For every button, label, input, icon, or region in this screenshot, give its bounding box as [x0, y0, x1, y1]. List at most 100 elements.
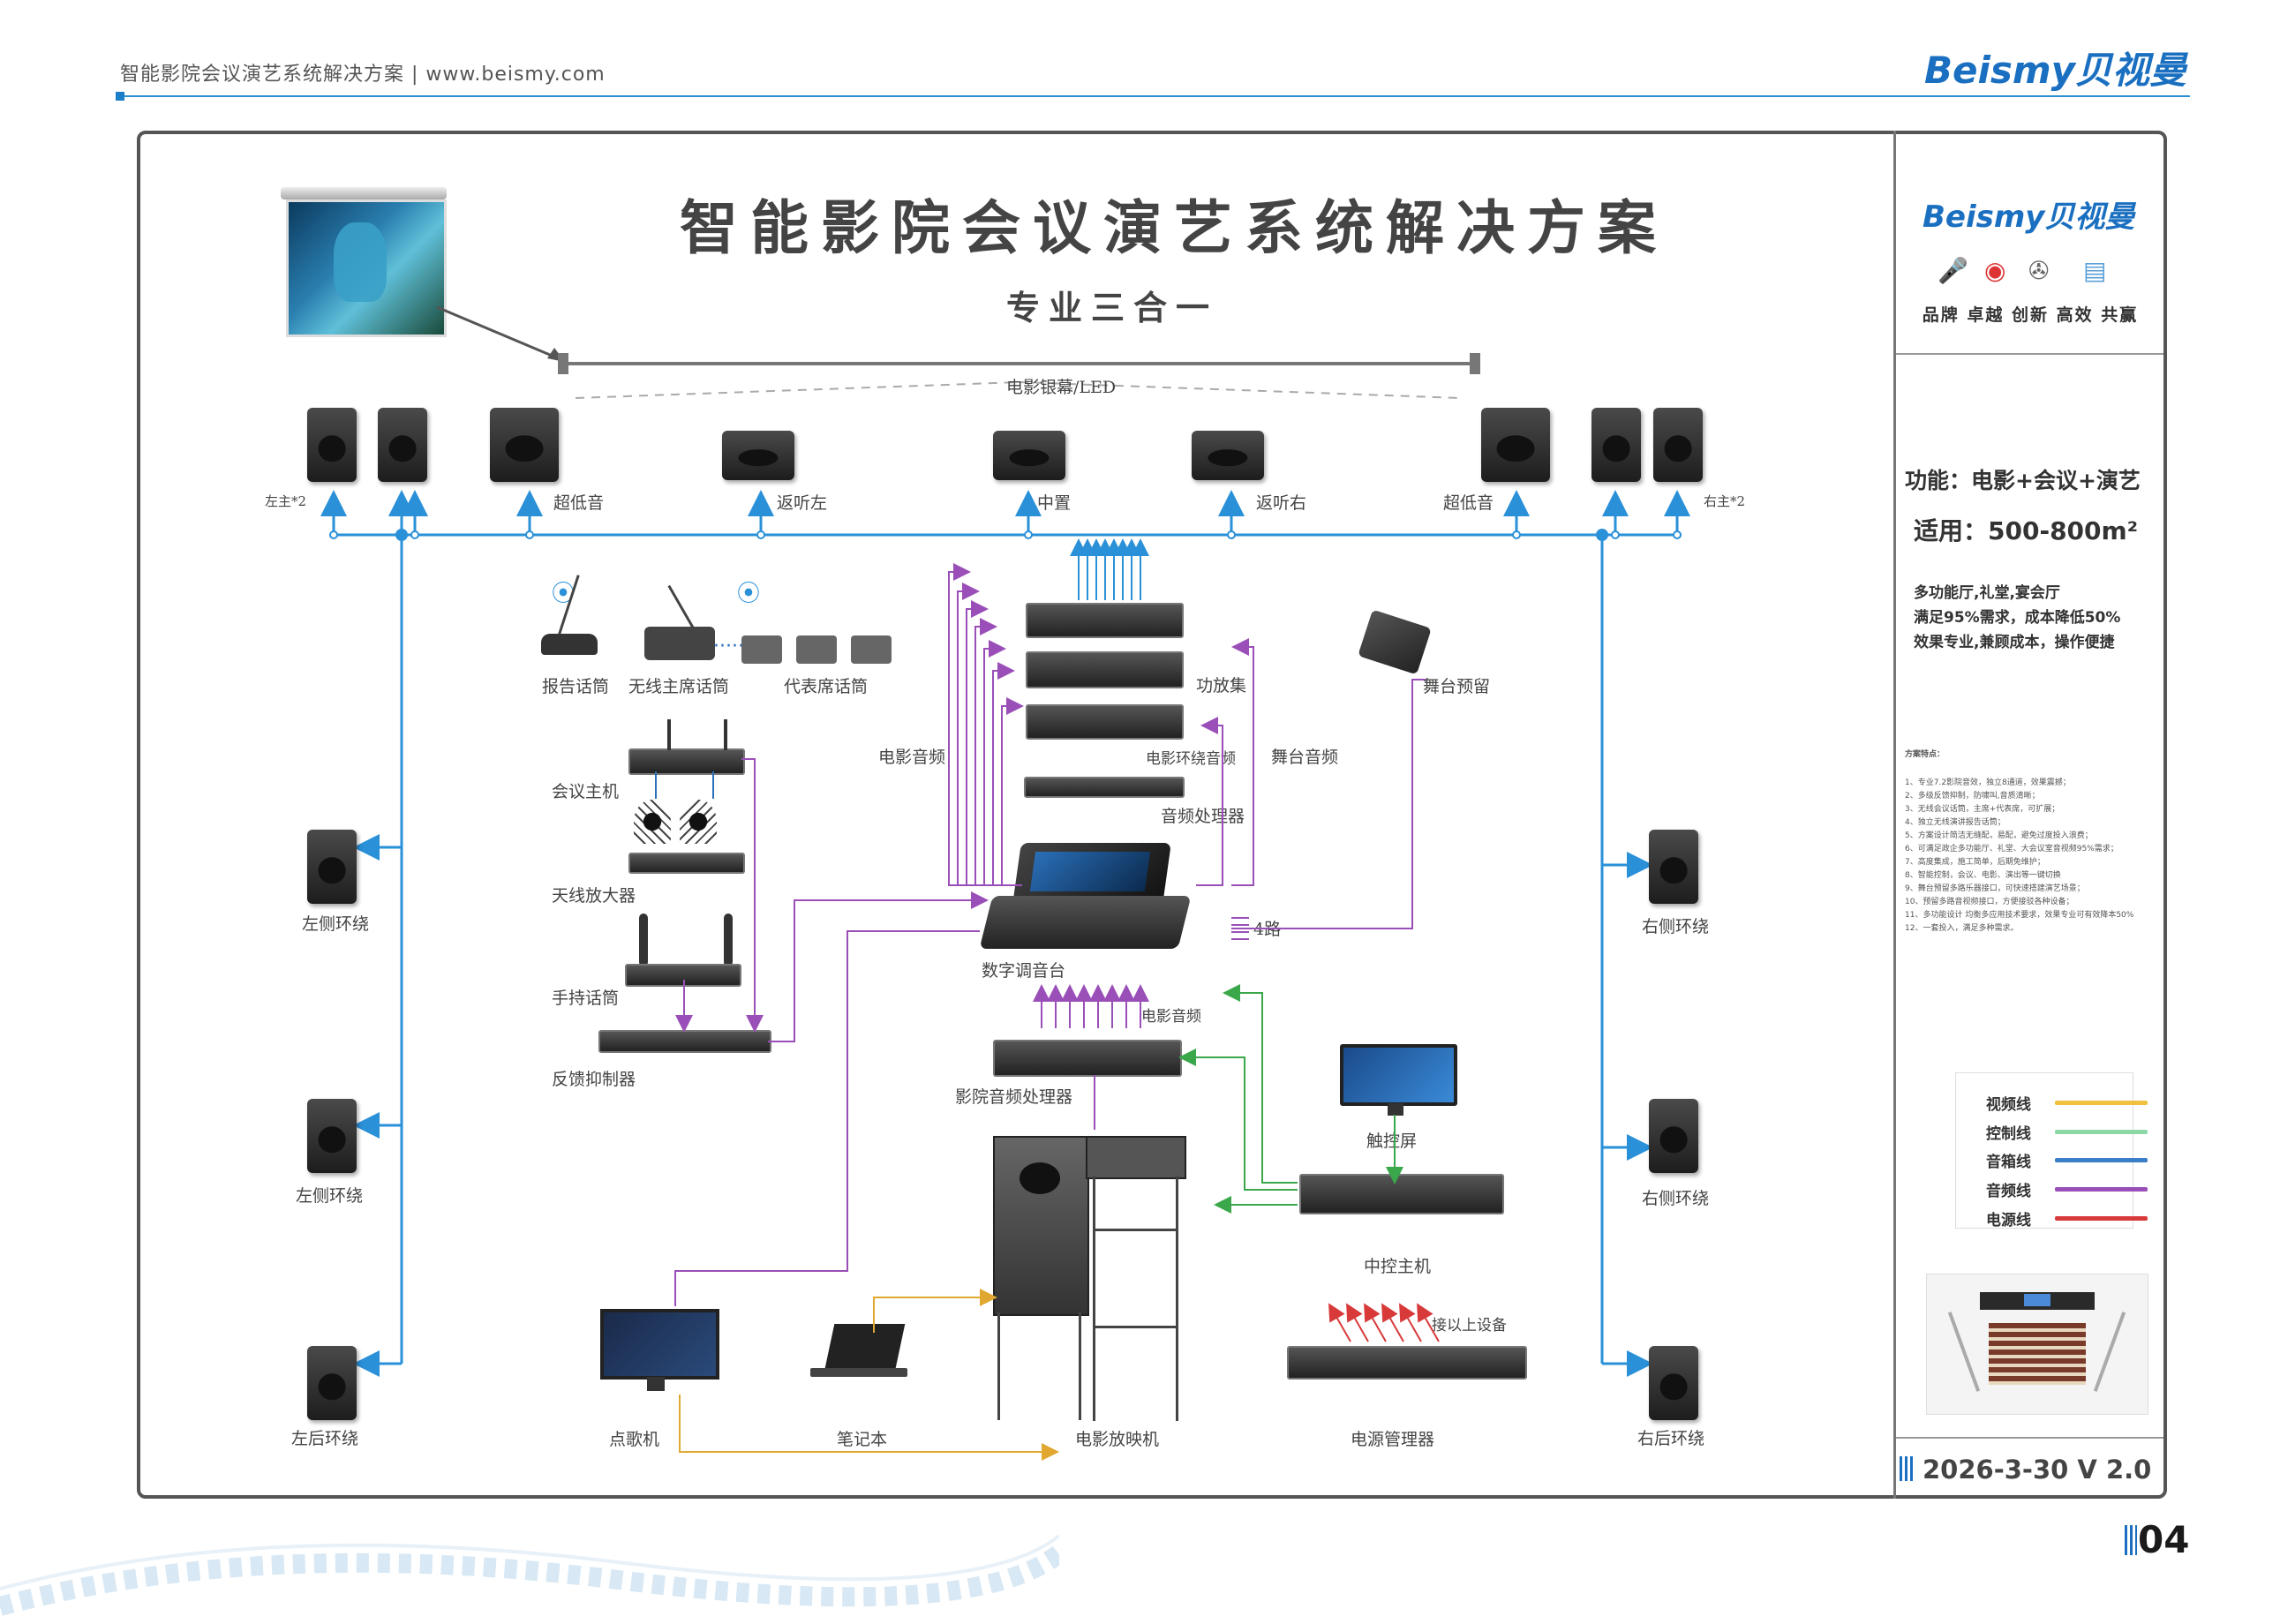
antenna-right-image	[680, 800, 717, 844]
feature-item: 5、方案设计简洁无缝配，易配，避免过度投入浪费；	[1905, 831, 2093, 840]
feature-item: 11、多功能设计 均衡多应用技术要求，效果专业可有效降本50%	[1905, 911, 2134, 920]
speaker-center	[993, 431, 1065, 480]
conference-host-device	[628, 748, 745, 775]
wireless-chair-mic-image	[644, 583, 715, 662]
label-film-audio: 电影音频	[878, 748, 946, 767]
projector-cabinet-image	[993, 1136, 1186, 1423]
label-delegate-mic: 代表席话筒	[784, 677, 869, 696]
label-stage-reserve: 舞台预留	[1423, 677, 1491, 696]
speaker-left-main-1	[307, 408, 357, 482]
touch-screen-stand	[1388, 1103, 1403, 1116]
legend-item: 视频线	[1986, 1090, 2163, 1115]
delegate-mic-image	[741, 600, 900, 666]
amp-unit-1	[1026, 603, 1184, 638]
sidebar-slogan: 品牌 卓越 创新 高效 共赢	[1922, 305, 2139, 325]
mic-icon: 🎤	[1938, 256, 1968, 285]
audio-processor-device	[1024, 777, 1185, 798]
handheld-mic-image	[639, 914, 648, 966]
feature-item: 3、无线会议话筒，主席+代表席，可扩展；	[1905, 805, 2060, 814]
speaker-wiring	[320, 490, 1690, 1377]
amp-unit-2	[1026, 651, 1184, 688]
legend-swatch	[2055, 1216, 2148, 1221]
speaker-label-left-main: 左主*2	[265, 493, 307, 509]
ktv-monitor-stand	[647, 1377, 665, 1391]
ktv-monitor-image	[600, 1309, 719, 1380]
speaker-left-surround-2	[307, 1099, 357, 1173]
sidebar-desc-3: 效果专业,兼顾成本，操作便捷	[1914, 634, 2115, 651]
speaker-left-main-2	[378, 408, 427, 482]
label-right-surround-1: 右侧环绕	[1642, 917, 1710, 936]
footer-decoration	[0, 1534, 1059, 1616]
feature-item: 12、一套投入，满足多种需求。	[1905, 924, 2019, 933]
sidebar-apply: 适用：500-800m²	[1914, 516, 2138, 545]
legend-item: 音频线	[1986, 1177, 2163, 1201]
speaker-label-center: 中置	[1037, 493, 1072, 513]
cinema-audio-processor-device	[993, 1040, 1182, 1077]
features-title: 方案特点：	[1905, 750, 1945, 759]
feature-item: 4、独立无线演讲报告话筒；	[1905, 818, 2005, 827]
signal-wiring	[655, 538, 1440, 1461]
label-left-surround-1: 左侧环绕	[302, 914, 370, 934]
legend-label: 视频线	[1986, 1096, 2031, 1114]
legend-swatch	[2055, 1101, 2148, 1105]
label-right-surround-2: 右侧环绕	[1642, 1189, 1710, 1208]
feature-item: 7、高度集成，施工简单，后期免维护；	[1905, 858, 2045, 867]
page-number: 04	[2138, 1518, 2190, 1561]
label-projector: 电影放映机	[1075, 1430, 1160, 1449]
room-render-image	[1926, 1274, 2148, 1415]
label-touch-screen: 触控屏	[1366, 1132, 1418, 1151]
page-title: 智能影院会议演艺系统解决方案	[680, 194, 1668, 262]
page-subtitle: 专业三合一	[1005, 289, 1218, 327]
header-logo: Beismy贝视曼	[1924, 49, 2187, 92]
conference-host-antenna	[667, 719, 671, 750]
label-wireless-chair-mic: 无线主席话筒	[628, 677, 730, 696]
amp-unit-3	[1026, 704, 1184, 740]
label-amp-rack: 功放集	[1196, 676, 1247, 695]
touch-screen-image	[1340, 1044, 1457, 1106]
label-central-control: 中控主机	[1364, 1257, 1432, 1276]
legend-box	[1955, 1072, 2133, 1229]
speaker-right-main-2	[1653, 408, 1703, 482]
speaker-right-surround-2	[1649, 1099, 1698, 1173]
feature-item: 9、舞台预留多路乐器接口，可快速搭建演艺场景；	[1905, 884, 2085, 893]
screen-bar	[565, 362, 1474, 365]
label-film-audio-2: 电影音频	[1141, 1008, 1201, 1026]
label-left-surround-2: 左侧环绕	[296, 1186, 364, 1206]
antenna-amp-device	[628, 853, 745, 874]
label-mixer: 数字调音台	[982, 961, 1066, 981]
feature-item: 6、可满足政企多功能厅、礼堂、大会议室音视频95%需求；	[1905, 845, 2118, 853]
speaker-left-surround-1	[307, 830, 357, 904]
speaker-label-monitor-right: 返听右	[1256, 493, 1307, 513]
version-bars-icon	[1900, 1456, 1915, 1481]
power-manager-device	[1287, 1346, 1527, 1380]
sidebar-rule	[1896, 353, 2163, 355]
version-text: 2026-3-30 V 2.0	[1923, 1455, 2152, 1485]
screen-label: 电影银幕/LED	[1006, 378, 1117, 397]
label-cinema-processor: 影院音频处理器	[955, 1087, 1073, 1107]
speaker-label-right-main: 右主*2	[1704, 493, 1746, 509]
header-rule	[120, 95, 2190, 97]
legend-label: 电源线	[1986, 1212, 2031, 1229]
label-stage-audio: 舞台音频	[1271, 748, 1339, 767]
handheld-mic-image	[724, 914, 733, 966]
feature-item: 2、多级反馈抑制，防啸叫,音质清晰；	[1905, 792, 2040, 801]
label-connect-above: 接以上设备	[1432, 1317, 1507, 1335]
speaker-right-main-1	[1591, 408, 1641, 482]
speaker-left-rear	[307, 1346, 357, 1420]
feature-item: 8、智能控制，会议、电影、演出等一键切换	[1905, 871, 2061, 880]
report-mic-image	[534, 565, 605, 662]
antenna-left-image	[634, 800, 671, 844]
sidebar-desc-1: 多功能厅,礼堂,宴会厅	[1914, 584, 2060, 602]
label-report-mic: 报告话筒	[542, 677, 610, 696]
legend-item: 控制线	[1986, 1119, 2163, 1144]
screen-bar-end-left	[558, 353, 568, 374]
sidebar-function: 功能：电影+会议+演艺	[1905, 468, 2141, 493]
legend-swatch	[2055, 1187, 2148, 1192]
target-icon: ◉	[1984, 256, 2006, 285]
legend-item: 音箱线	[1986, 1147, 2163, 1172]
legend-label: 音箱线	[1986, 1154, 2031, 1171]
speaker-label-sub-left: 超低音	[553, 493, 605, 513]
speaker-monitor-left	[722, 431, 794, 480]
label-laptop: 笔记本	[837, 1430, 888, 1449]
sidebar-divider	[1893, 131, 1896, 1499]
